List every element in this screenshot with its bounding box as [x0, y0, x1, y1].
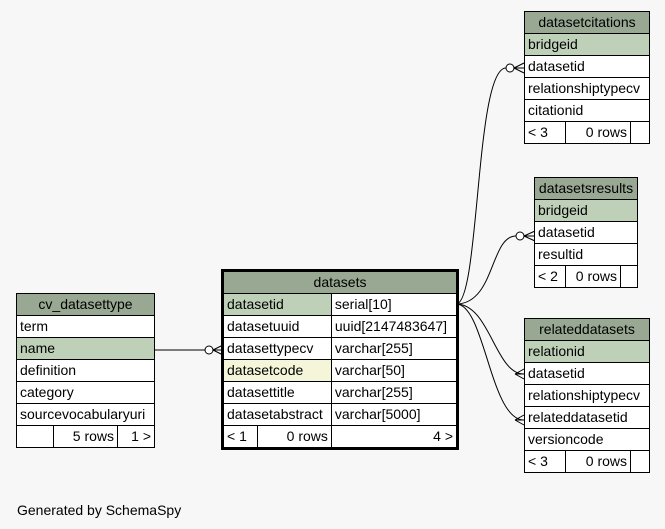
edge-optional-marker — [505, 63, 515, 73]
children-cell — [630, 121, 650, 144]
column-type: varchar[255] — [330, 381, 458, 404]
column-datasettitle[interactable]: datasettitle — [223, 381, 332, 404]
column-datasettypecv[interactable]: datasettypecv — [223, 337, 332, 360]
edge-optional-marker — [515, 231, 525, 241]
table-title[interactable]: datasets — [223, 271, 457, 294]
column-datasetcode[interactable]: datasetcode — [223, 359, 332, 382]
table-datasets[interactable]: datasets datasetid serial[10] datasetuui… — [221, 269, 459, 450]
column-datasetid[interactable]: datasetid — [223, 293, 332, 316]
children-link[interactable]: 4 > — [330, 425, 458, 448]
children-cell — [620, 265, 638, 288]
table-title[interactable]: cv_datasettype — [16, 293, 155, 316]
column-relateddatasetid[interactable]: relateddatasetid — [524, 406, 650, 429]
row-count: 0 rows — [565, 450, 631, 473]
parents-link[interactable]: < 1 — [224, 426, 258, 447]
table-cv-datasettype[interactable]: cv_datasettype term name definition cate… — [16, 293, 155, 448]
column-datasetid[interactable]: datasetid — [524, 55, 650, 78]
column-type: varchar[255] — [330, 337, 458, 360]
table-title[interactable]: datasetsresults — [534, 177, 638, 200]
row-count: 0 rows — [286, 428, 328, 444]
column-type: varchar[5000] — [330, 403, 458, 426]
column-definition[interactable]: definition — [16, 359, 155, 382]
column-sourcevocabularyuri[interactable]: sourcevocabularyuri — [16, 403, 155, 426]
row-count: 0 rows — [565, 121, 631, 144]
column-bridgeid[interactable]: bridgeid — [534, 199, 638, 222]
edge-crowfoot-marker — [523, 230, 536, 242]
column-datasetid[interactable]: datasetid — [524, 362, 650, 385]
parents-link[interactable]: < 3 — [524, 450, 566, 473]
children-link[interactable]: 1 > — [117, 425, 155, 448]
edge-crowfoot-marker — [212, 344, 224, 356]
column-type: varchar[50] — [330, 359, 458, 382]
edge-optional-marker — [204, 345, 214, 355]
children-cell — [630, 450, 650, 473]
parents-link[interactable]: < 2 — [534, 265, 566, 288]
column-bridgeid[interactable]: bridgeid — [524, 33, 650, 56]
column-name[interactable]: name — [16, 337, 155, 360]
row-count: 0 rows — [565, 265, 621, 288]
column-relationshiptypecv[interactable]: relationshiptypecv — [524, 77, 650, 100]
edge-crowfoot-marker — [514, 414, 525, 426]
edge-datasets-relateddatasets-related — [455, 303, 525, 421]
table-datasetcitations[interactable]: datasetcitations bridgeid datasetid rela… — [524, 11, 650, 144]
table-title[interactable]: datasetcitations — [524, 11, 650, 34]
column-citationid[interactable]: citationid — [524, 99, 650, 122]
edge-datasets-relateddatasets-datasetid — [455, 303, 525, 375]
parents-cell — [16, 425, 54, 448]
parents-and-rows: < 1 0 rows — [223, 425, 332, 448]
column-relationshiptypecv[interactable]: relationshiptypecv — [524, 384, 650, 407]
parents-link[interactable]: < 3 — [524, 121, 566, 144]
table-relateddatasets[interactable]: relateddatasets relationid datasetid rel… — [524, 318, 650, 473]
column-category[interactable]: category — [16, 381, 155, 404]
generated-by-footer: Generated by SchemaSpy — [17, 502, 182, 518]
column-term[interactable]: term — [16, 315, 155, 338]
column-type: uuid[2147483647] — [330, 315, 458, 338]
column-resultid[interactable]: resultid — [534, 243, 638, 266]
edge-datasets-datasetcitations — [455, 67, 507, 305]
table-title[interactable]: relateddatasets — [524, 318, 650, 341]
edge-crowfoot-marker — [513, 62, 525, 74]
column-datasetabstract[interactable]: datasetabstract — [223, 403, 332, 426]
column-versioncode[interactable]: versioncode — [524, 428, 650, 451]
column-datasetuuid[interactable]: datasetuuid — [223, 315, 332, 338]
column-datasetid[interactable]: datasetid — [534, 221, 638, 244]
table-datasetsresults[interactable]: datasetsresults bridgeid datasetid resul… — [534, 177, 638, 288]
column-relationid[interactable]: relationid — [524, 340, 650, 363]
edge-datasets-datasetsresults — [455, 235, 517, 305]
edge-crowfoot-marker — [514, 368, 525, 380]
column-type: serial[10] — [330, 293, 458, 316]
row-count: 5 rows — [53, 425, 118, 448]
